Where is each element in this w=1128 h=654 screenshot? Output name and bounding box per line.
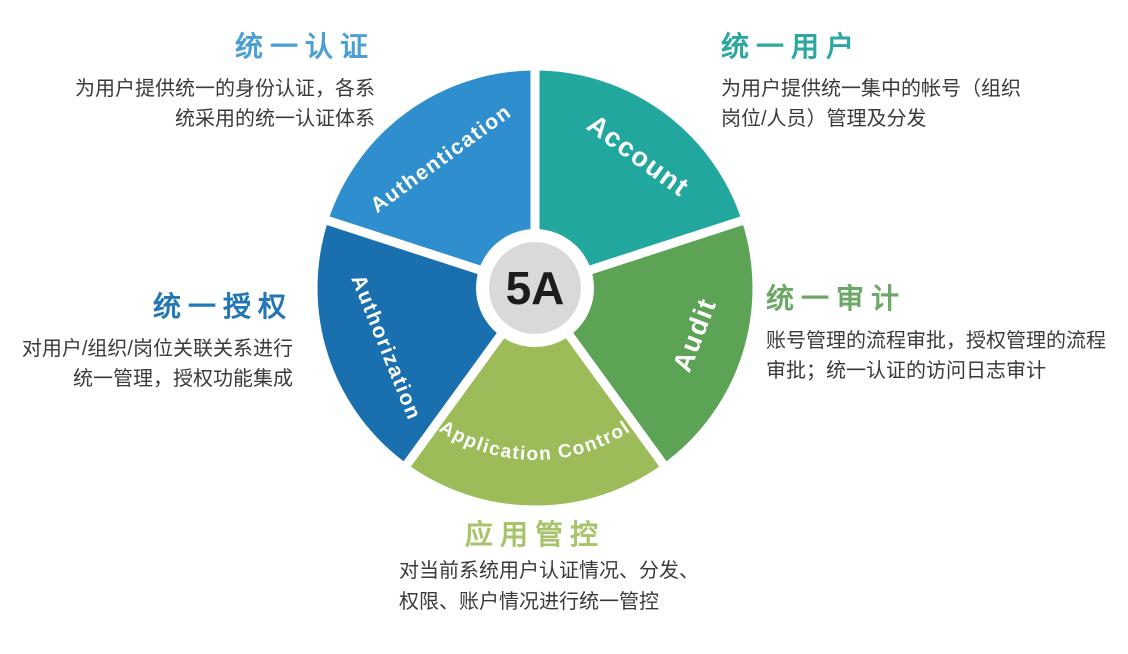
callout-audit-body: 账号管理的流程审批，授权管理的流程 审批；统一认证的访问日志审计 [766,326,1106,386]
callout-line: 为用户提供统一的身份认证，各系 [75,78,375,100]
callout-application-control-title: 应用管控 [464,519,606,550]
callout-authorization-title: 统一授权 [152,291,293,322]
callout-line: 对用户/组织/岗位关联关系进行 [21,338,293,360]
callout-line: 对当前系统用户认证情况、分发、 [399,560,699,582]
callout-audit-title: 统一审计 [766,283,907,314]
callout-account-body: 为用户提供统一集中的帐号（组织 岗位/人员）管理及分发 [721,74,1021,134]
callout-authorization: 统一授权 对用户/组织/岗位关联关系进行 统一管理，授权功能集成 [22,292,293,394]
callout-account: 统一用户 为用户提供统一集中的帐号（组织 岗位/人员）管理及分发 [721,32,1021,134]
callout-authorization-body: 对用户/组织/岗位关联关系进行 统一管理，授权功能集成 [22,334,293,394]
callout-line: 审批；统一认证的访问日志审计 [766,360,1046,382]
callout-line: 权限、账户情况进行统一管控 [399,591,659,613]
callout-audit: 统一审计 账号管理的流程审批，授权管理的流程 审批；统一认证的访问日志审计 [766,284,1106,386]
callout-account-title: 统一用户 [721,31,862,62]
center-label: 5A [506,262,565,314]
center-circle [489,242,581,334]
callout-line: 为用户提供统一集中的帐号（组织 [721,78,1021,100]
callout-authentication-title: 统一认证 [234,31,375,62]
callout-application-control-body: 对当前系统用户认证情况、分发、 权限、账户情况进行统一管控 [399,556,699,618]
callout-line: 统采用的统一认证体系 [175,108,375,130]
callout-authentication-body: 为用户提供统一的身份认证，各系 统采用的统一认证体系 [75,74,375,134]
callout-line: 统一管理，授权功能集成 [73,368,293,390]
callout-line: 账号管理的流程审批，授权管理的流程 [766,330,1106,352]
callout-line: 岗位/人员）管理及分发 [721,108,927,130]
callout-authentication: 统一认证 为用户提供统一的身份认证，各系 统采用的统一认证体系 [75,32,375,134]
segment-application-control [400,283,670,515]
